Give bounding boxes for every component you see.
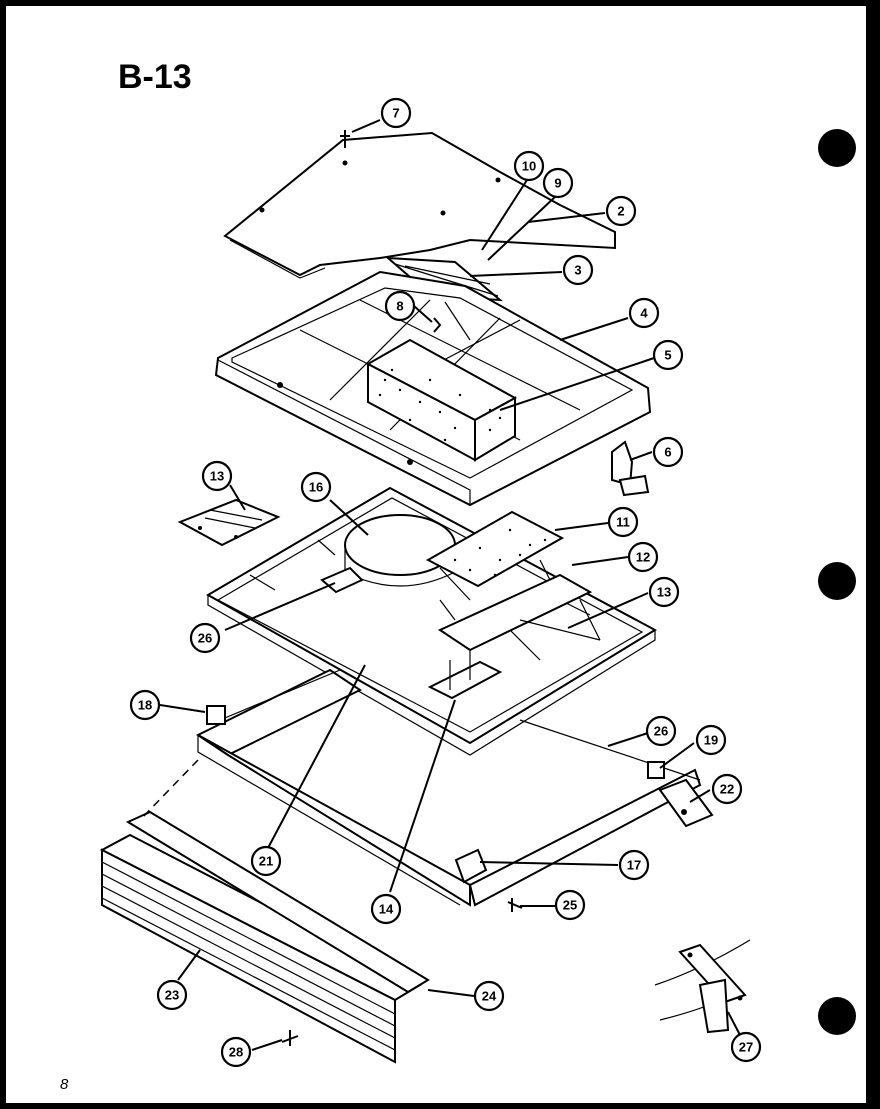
svg-text:4: 4 (640, 306, 648, 321)
insulation-block (365, 338, 518, 462)
lower-door-frame (196, 668, 702, 907)
callout-25: 25 (554, 889, 586, 921)
page-number: 8 (60, 1076, 69, 1093)
screw (340, 130, 350, 148)
svg-text:13: 13 (657, 585, 671, 600)
svg-text:19: 19 (704, 733, 718, 748)
svg-text:9: 9 (554, 176, 561, 191)
callout-24: 24 (473, 980, 505, 1012)
svg-text:7: 7 (392, 106, 399, 121)
svg-text:2: 2 (617, 204, 624, 219)
callouts: 7 10 9 2 3 8 4 5 6 13 16 11 12 13 26 18 … (129, 97, 762, 1068)
svg-text:18: 18 (138, 698, 152, 713)
svg-text:12: 12 (636, 550, 650, 565)
svg-text:23: 23 (165, 988, 179, 1003)
callout-10: 10 (513, 150, 545, 182)
svg-text:24: 24 (482, 989, 497, 1004)
callout-17: 17 (618, 849, 650, 881)
callout-2: 2 (605, 195, 637, 227)
callout-18: 18 (129, 689, 161, 721)
svg-text:26: 26 (198, 631, 212, 646)
alignment-line (139, 759, 199, 821)
callout-22: 22 (711, 773, 743, 805)
clip (433, 317, 442, 333)
diagram-title: B-13 (118, 58, 192, 96)
screw (281, 1030, 299, 1046)
door-handle (99, 810, 430, 1064)
callout-28: 28 (220, 1036, 252, 1068)
callout-13: 13 (648, 576, 680, 608)
side-bracket (611, 440, 650, 497)
callout-26: 26 (645, 715, 677, 747)
callout-9: 9 (542, 167, 574, 199)
screw (507, 898, 523, 912)
svg-text:21: 21 (259, 854, 273, 869)
svg-text:26: 26 (654, 724, 668, 739)
svg-text:16: 16 (309, 480, 323, 495)
callout-3: 3 (562, 254, 594, 286)
svg-text:27: 27 (739, 1040, 753, 1055)
hinge-latch (454, 848, 488, 884)
callout-16: 16 (300, 471, 332, 503)
callout-6: 6 (652, 436, 684, 468)
registration-dot (818, 997, 856, 1035)
callout-19: 19 (695, 724, 727, 756)
svg-text:22: 22 (720, 782, 734, 797)
callout-12: 12 (627, 541, 659, 573)
callout-14: 14 (370, 893, 402, 925)
callout-7: 7 (380, 97, 412, 129)
callout-27: 27 (730, 1031, 762, 1063)
svg-text:8: 8 (396, 299, 403, 314)
svg-text:11: 11 (616, 515, 630, 530)
svg-text:14: 14 (379, 902, 394, 917)
svg-text:13: 13 (210, 469, 224, 484)
top-cover-panel (223, 131, 616, 279)
registration-dot (818, 562, 856, 600)
latch-assembly (427, 573, 601, 700)
svg-text:6: 6 (664, 445, 671, 460)
svg-text:17: 17 (627, 858, 641, 873)
hinge-plate (177, 498, 281, 547)
callout-5: 5 (652, 339, 684, 371)
registration-dot (818, 129, 856, 167)
support-bar (658, 778, 714, 828)
door-panel (205, 486, 658, 756)
callout-8: 8 (384, 290, 416, 322)
latch (320, 566, 364, 594)
callout-23: 23 (156, 979, 188, 1011)
callout-21: 21 (250, 845, 282, 877)
svg-text:5: 5 (664, 348, 671, 363)
svg-text:25: 25 (563, 898, 577, 913)
hinge-detail-inset (654, 939, 751, 1034)
callout-4: 4 (628, 297, 660, 329)
callout-26: 26 (189, 622, 221, 654)
svg-text:28: 28 (229, 1045, 243, 1060)
svg-text:3: 3 (574, 263, 581, 278)
svg-text:10: 10 (522, 159, 536, 174)
leader-lines (159, 119, 741, 1051)
insulation-pad (425, 510, 565, 601)
callout-13: 13 (201, 460, 233, 492)
callout-11: 11 (607, 506, 639, 538)
